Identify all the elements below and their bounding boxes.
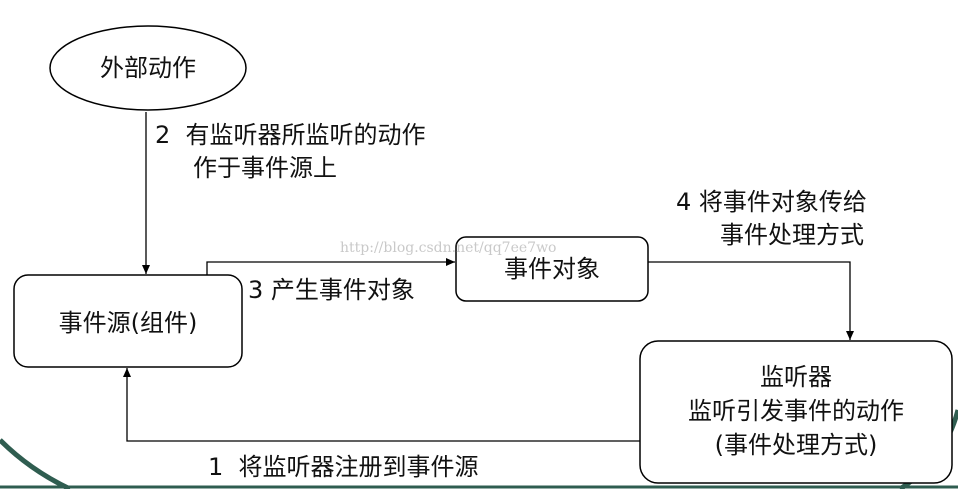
event-object-box (455, 236, 649, 302)
listener-label-line1: 监听器 (760, 363, 832, 391)
arrow-step3 (206, 258, 455, 275)
watermark: http://blog.csdn.net/qq7ee7wo (340, 240, 557, 256)
external-action-label: 外部动作 (100, 54, 196, 82)
step1-label: 1 将监听器注册到事件源 (208, 453, 479, 481)
listener-label-line3: (事件处理方式) (714, 431, 878, 459)
step3-label: 3 产生事件对象 (248, 276, 415, 304)
listener-label-line2: 监听引发事件的动作 (688, 397, 904, 425)
frame-arc-left (0, 438, 72, 489)
arrow-step1 (123, 368, 640, 442)
event-source-box (13, 274, 243, 368)
event-object-label: 事件对象 (504, 255, 600, 283)
listener-label: 监听器 监听引发事件的动作 (事件处理方式) (640, 360, 952, 462)
step2-label-line2: 作于事件源上 (193, 154, 337, 182)
listener-box (639, 340, 953, 484)
step4-label-line2: 事件处理方式 (720, 221, 864, 249)
arrow-step4 (648, 261, 854, 340)
event-source-label: 事件源(组件) (58, 309, 198, 337)
step2-label-line1: 2 有监听器所监听的动作 (155, 121, 426, 149)
external-action-ellipse (49, 25, 247, 111)
step4-label-line1: 4 将事件对象传给 (676, 188, 867, 216)
